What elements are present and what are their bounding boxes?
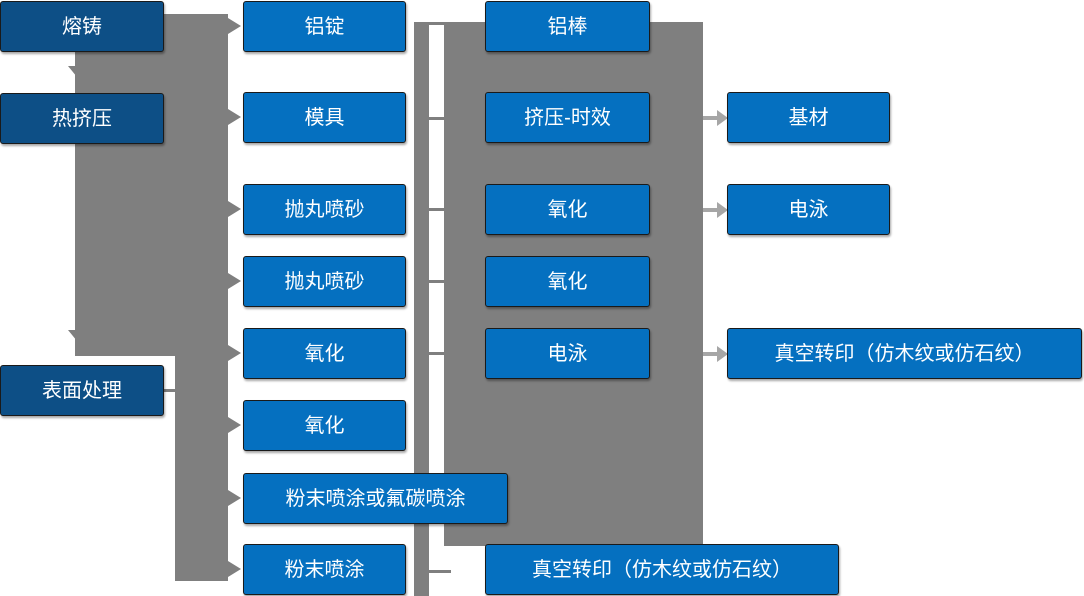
arrow-nub-to-c2-1 — [228, 18, 241, 34]
output-box-base-material[interactable]: 基材 — [727, 92, 890, 143]
middle-stub-1 — [429, 22, 451, 25]
arrow-nub-to-c2-6 — [228, 417, 241, 433]
process-box-oxidation-c2-2[interactable]: 氧化 — [243, 400, 406, 451]
middle-thin-connector-bar — [414, 22, 429, 596]
arrow-to-c4-2 — [703, 202, 728, 218]
arrow-nub-to-c2-2 — [228, 109, 241, 125]
process-box-shot-blasting-2[interactable]: 抛丸喷砂 — [243, 256, 406, 307]
output-box-electrophoresis[interactable]: 电泳 — [727, 184, 890, 235]
process-box-vacuum-transfer-c3[interactable]: 真空转印（仿木纹或仿石纹） — [485, 544, 839, 595]
stage-box-surface-treatment[interactable]: 表面处理 — [0, 365, 164, 416]
output-box-vacuum-transfer[interactable]: 真空转印（仿木纹或仿石纹） — [727, 328, 1082, 379]
process-box-oxidation-c3-1[interactable]: 氧化 — [485, 184, 650, 235]
middle-stub-6 — [429, 570, 451, 573]
chevron-down-icon-melting — [68, 66, 86, 77]
arrow-nub-to-c2-3 — [228, 201, 241, 217]
middle-stub-2 — [429, 117, 451, 120]
chevron-down-icon-surface — [68, 330, 86, 341]
process-box-aluminum-ingot[interactable]: 铝锭 — [243, 1, 406, 52]
middle-stub-5 — [429, 352, 451, 355]
middle-stub-3 — [429, 208, 451, 211]
process-box-powder-coating[interactable]: 粉末喷涂 — [243, 544, 406, 595]
left-connector-bar-narrow — [175, 356, 228, 581]
arrow-to-c4-3 — [703, 346, 728, 362]
process-box-aluminum-bar[interactable]: 铝棒 — [485, 1, 650, 52]
process-box-powder-or-fluorocarbon-coating[interactable]: 粉末喷涂或氟碳喷涂 — [243, 473, 508, 524]
surface-stage-connector — [164, 389, 178, 392]
arrow-nub-to-c2-8 — [228, 561, 241, 577]
process-box-shot-blasting-1[interactable]: 抛丸喷砂 — [243, 184, 406, 235]
process-box-oxidation-c3-2[interactable]: 氧化 — [485, 256, 650, 307]
stage-box-extrusion[interactable]: 热挤压 — [0, 93, 164, 144]
stage-box-melting[interactable]: 熔铸 — [0, 1, 164, 52]
arrow-to-c4-1 — [703, 110, 728, 126]
process-box-oxidation-c2-1[interactable]: 氧化 — [243, 328, 406, 379]
middle-stub-4 — [429, 280, 451, 283]
process-box-electrophoresis-c3[interactable]: 电泳 — [485, 328, 650, 379]
process-box-extrusion-aging[interactable]: 挤压-时效 — [485, 92, 650, 143]
process-box-mold[interactable]: 模具 — [243, 92, 406, 143]
left-connector-bar-wide — [75, 14, 228, 356]
arrow-nub-to-c2-5 — [228, 345, 241, 361]
arrow-nub-to-c2-4 — [228, 273, 241, 289]
arrow-nub-to-c2-7 — [228, 490, 241, 506]
